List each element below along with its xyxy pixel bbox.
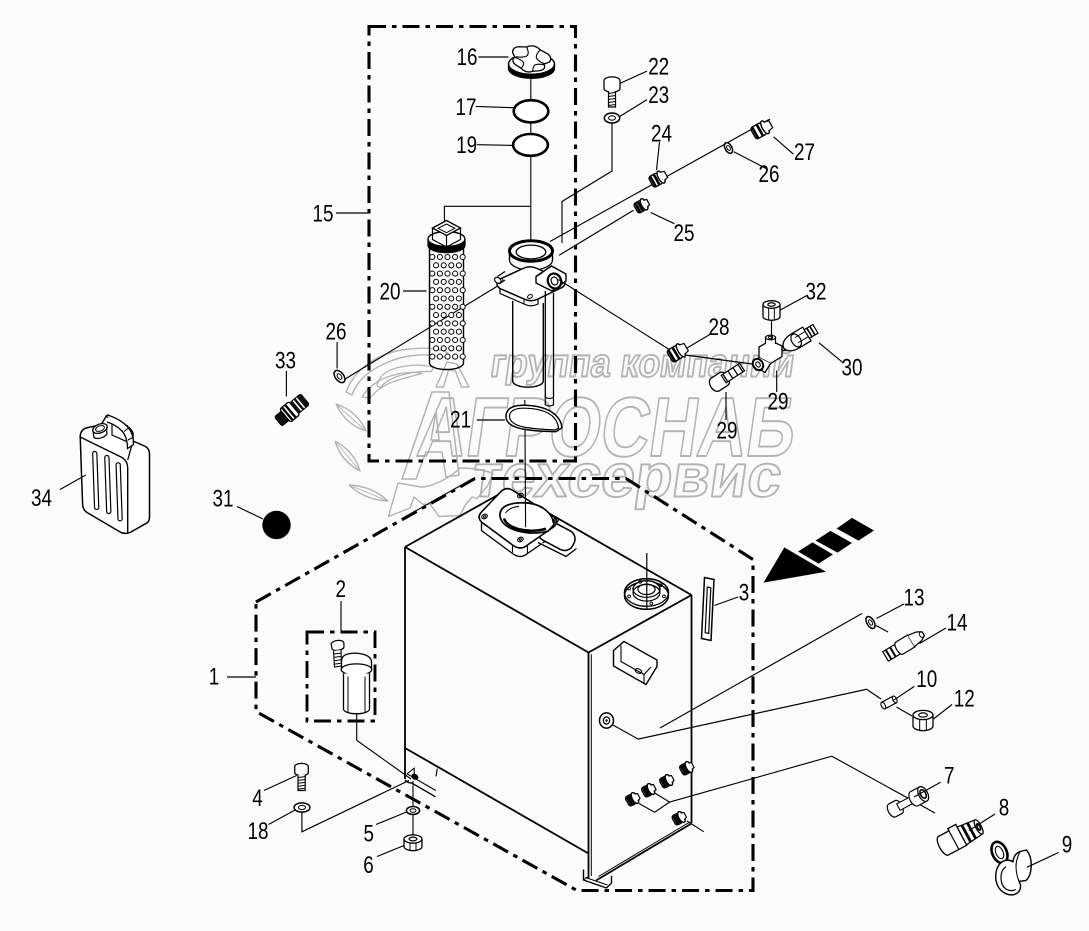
svg-text:6: 6 <box>363 852 374 879</box>
svg-text:2: 2 <box>335 576 346 603</box>
svg-text:24: 24 <box>651 121 672 148</box>
svg-text:5: 5 <box>363 821 374 848</box>
svg-text:20: 20 <box>380 279 401 306</box>
svg-text:7: 7 <box>944 763 955 790</box>
svg-text:26: 26 <box>326 319 347 346</box>
svg-text:30: 30 <box>842 355 863 382</box>
svg-text:21: 21 <box>450 407 471 434</box>
svg-text:29: 29 <box>717 418 738 445</box>
svg-text:22: 22 <box>648 54 669 81</box>
svg-text:13: 13 <box>904 585 925 612</box>
svg-text:8: 8 <box>999 794 1010 821</box>
svg-text:28: 28 <box>709 314 730 341</box>
svg-text:17: 17 <box>456 94 477 121</box>
svg-text:19: 19 <box>456 132 477 159</box>
svg-text:18: 18 <box>248 818 269 845</box>
svg-text:14: 14 <box>947 610 968 637</box>
svg-text:27: 27 <box>794 139 815 166</box>
svg-text:34: 34 <box>31 485 52 512</box>
svg-text:15: 15 <box>313 201 334 228</box>
svg-text:16: 16 <box>457 44 478 71</box>
svg-text:4: 4 <box>252 785 263 812</box>
svg-text:12: 12 <box>954 686 975 713</box>
svg-text:9: 9 <box>1062 831 1073 858</box>
svg-text:3: 3 <box>739 579 750 606</box>
svg-text:32: 32 <box>806 279 827 306</box>
svg-text:1: 1 <box>209 664 220 691</box>
svg-text:25: 25 <box>674 220 695 247</box>
svg-text:33: 33 <box>275 348 296 375</box>
svg-text:29: 29 <box>768 389 789 416</box>
svg-text:31: 31 <box>213 486 234 513</box>
svg-text:26: 26 <box>759 161 780 188</box>
svg-text:10: 10 <box>916 666 937 693</box>
svg-text:23: 23 <box>648 82 669 109</box>
